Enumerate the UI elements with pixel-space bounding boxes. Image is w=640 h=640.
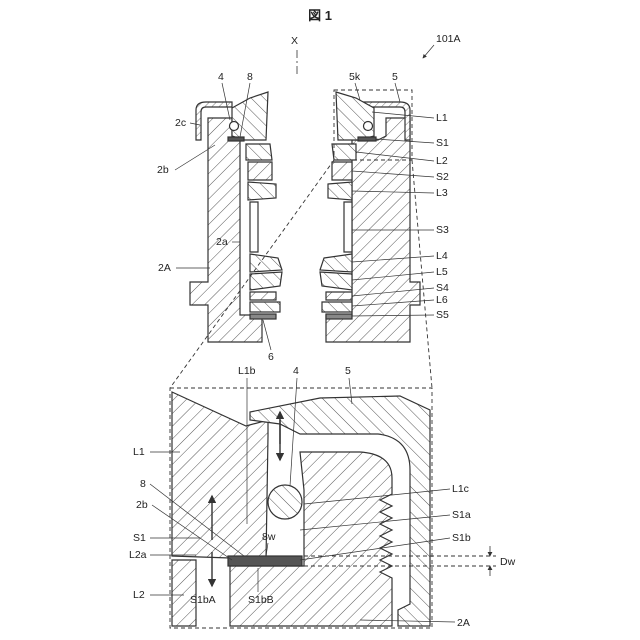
assembly-reference-label: 101A (436, 33, 461, 45)
label-S4: S4 (436, 282, 449, 294)
lens-L5-left (250, 272, 282, 290)
label-part-5-detail: 5 (345, 365, 351, 377)
lens-L1-left (232, 92, 268, 140)
lens-L3-left (248, 182, 276, 200)
washer-8-left (228, 137, 244, 141)
optical-axis-label: X (291, 35, 298, 47)
label-part-8-detail: 8 (140, 478, 146, 490)
lens-L2-right (332, 144, 356, 160)
label-part-6: 6 (268, 351, 274, 363)
label-L6: L6 (436, 294, 448, 306)
label-L1-detail: L1 (133, 446, 145, 458)
top-cross-section-view: X (157, 35, 449, 363)
label-part-2b-detail: 2b (136, 499, 148, 511)
lens-L4-left (250, 254, 282, 272)
label-part-2c: 2c (175, 117, 186, 129)
spacer-S4-left (250, 292, 276, 300)
label-part-5k: 5k (349, 71, 361, 83)
lens-L4-right (320, 254, 352, 272)
label-L2-detail: L2 (133, 589, 145, 601)
enlarged-detail-view: L1b 4 5 L1 L1c 8 2b S1 S1a 8w L2a S1b Dw… (129, 365, 516, 629)
spacer-S2-right (332, 162, 352, 180)
lens-L2-detail (172, 560, 196, 626)
o-ring-4-detail (268, 485, 302, 519)
label-S1bA: S1bA (190, 594, 216, 606)
label-S5: S5 (436, 309, 449, 321)
label-L4: L4 (436, 250, 448, 262)
label-L1c: L1c (452, 483, 469, 495)
o-ring-4-right (364, 122, 373, 131)
label-part-2a: 2a (216, 236, 228, 248)
label-L3: L3 (436, 187, 448, 199)
spacer-S5-right (326, 314, 352, 319)
leader-6 (263, 320, 271, 350)
washer-8-detail (228, 556, 302, 566)
assembly-reference-arrow (423, 45, 434, 58)
washer-8-right (358, 137, 376, 141)
label-part-2A-top: 2A (158, 262, 171, 274)
label-S1a: S1a (452, 509, 471, 521)
label-part-4-top: 4 (218, 71, 224, 83)
label-L1b: L1b (238, 365, 256, 377)
label-part-4-detail: 4 (293, 365, 299, 377)
spacer-S3-left (250, 202, 258, 252)
label-part-8w: 8w (262, 531, 276, 543)
label-Dw: Dw (500, 556, 516, 568)
figure-title: 図 1 (308, 8, 332, 23)
leader-5-top (395, 83, 400, 102)
label-L1-top: L1 (436, 112, 448, 124)
label-L5: L5 (436, 266, 448, 278)
label-part-5-top: 5 (392, 71, 398, 83)
leader-L1-top (372, 112, 434, 118)
lens-L5-right (320, 272, 352, 290)
label-S2: S2 (436, 171, 449, 183)
lens-L1-right (336, 92, 374, 140)
lens-L6-left (250, 302, 280, 312)
spacer-S5-left (250, 314, 276, 319)
label-S3: S3 (436, 224, 449, 236)
lens-L2-left (246, 144, 272, 160)
label-part-2A-detail: 2A (457, 617, 470, 629)
o-ring-4-left (230, 122, 239, 131)
label-S1bB: S1bB (248, 594, 274, 606)
spacer-S4-right (326, 292, 352, 300)
label-S1b: S1b (452, 532, 471, 544)
label-part-2b: 2b (157, 164, 169, 176)
label-L2a: L2a (129, 549, 147, 561)
spacer-S2-left (248, 162, 272, 180)
label-S1-detail: S1 (133, 532, 146, 544)
label-part-8-top: 8 (247, 71, 253, 83)
spacer-S3-right (344, 202, 352, 252)
lens-L3-right (328, 182, 352, 200)
lens-L6-right (322, 302, 352, 312)
label-L2-top: L2 (436, 155, 448, 167)
label-S1-top: S1 (436, 137, 449, 149)
